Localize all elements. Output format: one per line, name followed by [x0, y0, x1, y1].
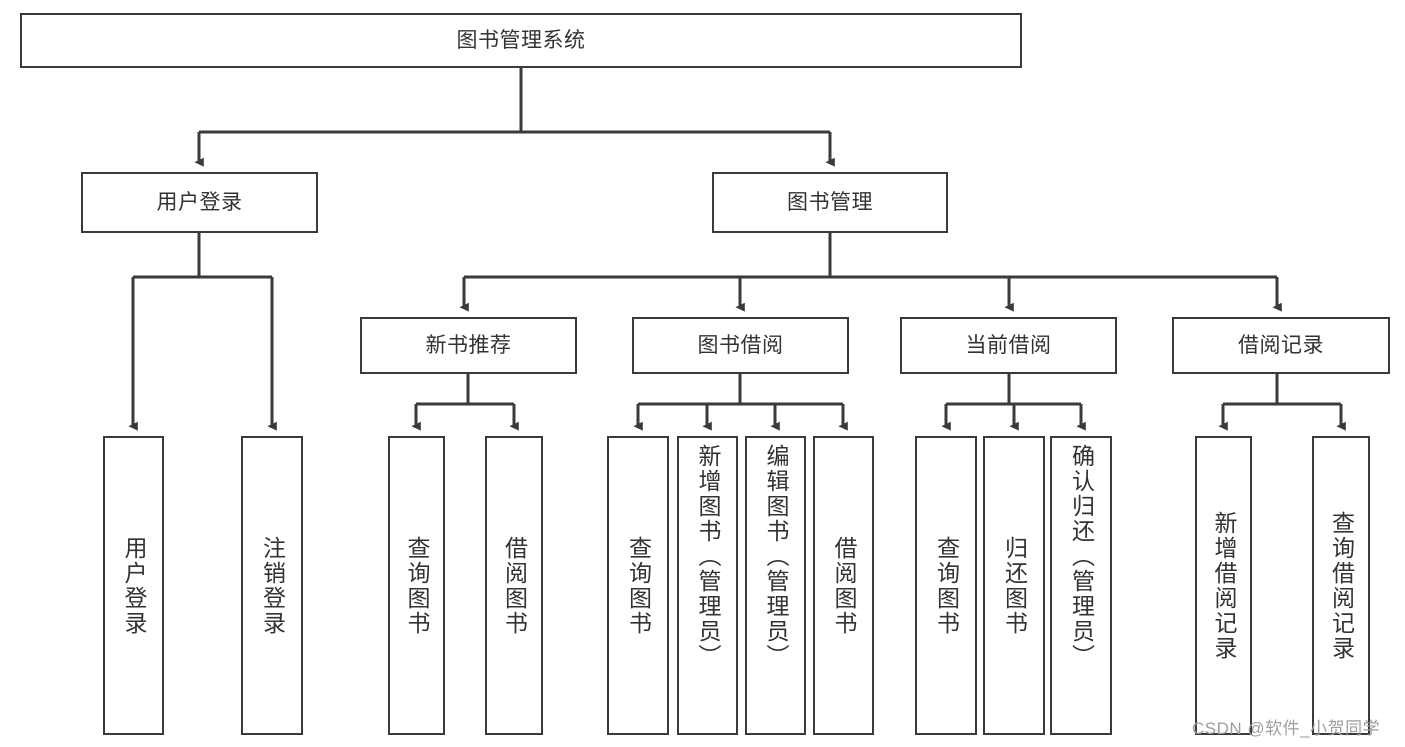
node-label: 查询借阅记录 [1328, 510, 1355, 661]
node-leaf-user-login[interactable]: 用户登录 [103, 436, 164, 735]
node-leaf-borrow-book-2[interactable]: 借阅图书 [813, 436, 874, 735]
node-book-management-system[interactable]: 图书管理系统 [20, 13, 1022, 68]
node-leaf-query-book-3[interactable]: 查询图书 [915, 436, 977, 735]
node-leaf-borrow-book-1[interactable]: 借阅图书 [485, 436, 543, 735]
node-leaf-add-book-admin[interactable]: 新增图书（管理员） [677, 436, 738, 735]
node-label: 新增图书（管理员） [695, 444, 721, 669]
node-label: 借阅图书 [831, 535, 857, 636]
watermark: CSDN @软件_小贺同学 [1192, 719, 1381, 738]
node-leaf-query-book-2[interactable]: 查询图书 [607, 436, 669, 735]
node-leaf-add-borrow-record[interactable]: 新增借阅记录 [1195, 436, 1252, 735]
node-book-borrow[interactable]: 图书借阅 [632, 317, 849, 374]
node-label: 新增借阅记录 [1211, 510, 1237, 661]
node-leaf-confirm-return-admin[interactable]: 确认归还（管理员） [1050, 436, 1112, 735]
node-label: 借阅记录 [1238, 333, 1324, 357]
node-label: 图书管理系统 [456, 28, 586, 52]
node-label: 当前借阅 [965, 333, 1052, 357]
node-label: 编辑图书（管理员） [763, 444, 789, 669]
node-borrow-record[interactable]: 借阅记录 [1172, 317, 1390, 374]
node-leaf-logout-login[interactable]: 注销登录 [241, 436, 303, 735]
node-label: 注销登录 [259, 535, 286, 636]
node-user-login[interactable]: 用户登录 [81, 172, 318, 233]
node-label: 图书管理 [787, 190, 873, 214]
node-label: 新书推荐 [425, 333, 512, 357]
node-label: 用户登录 [156, 190, 243, 214]
node-label: 确认归还（管理员） [1068, 444, 1095, 669]
node-label: 用户登录 [121, 535, 147, 636]
node-leaf-edit-book-admin[interactable]: 编辑图书（管理员） [745, 436, 806, 735]
node-leaf-query-book-1[interactable]: 查询图书 [388, 436, 445, 735]
node-label: 借阅图书 [501, 535, 528, 636]
node-new-book-recommend[interactable]: 新书推荐 [360, 317, 577, 374]
node-book-management[interactable]: 图书管理 [712, 172, 948, 233]
node-current-borrow[interactable]: 当前借阅 [900, 317, 1117, 374]
node-label: 查询图书 [625, 535, 652, 636]
node-label: 归还图书 [1001, 535, 1028, 636]
node-label: 查询图书 [933, 535, 960, 636]
node-leaf-query-borrow-record[interactable]: 查询借阅记录 [1312, 436, 1370, 735]
node-leaf-return-book[interactable]: 归还图书 [983, 436, 1045, 735]
node-label: 查询图书 [404, 535, 430, 636]
node-label: 图书借阅 [697, 333, 784, 357]
